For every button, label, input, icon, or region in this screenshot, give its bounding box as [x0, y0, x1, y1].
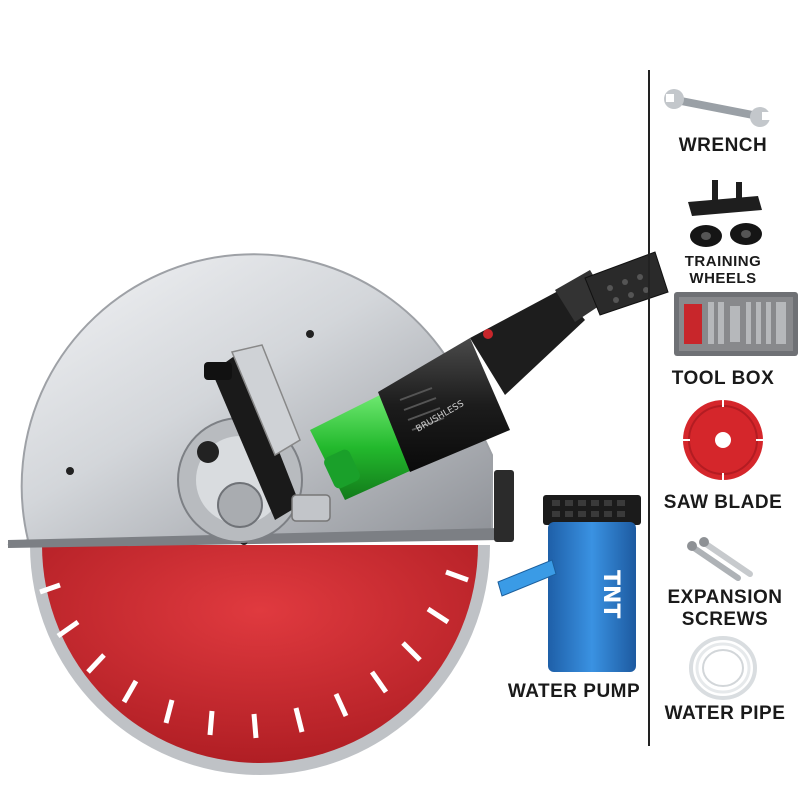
tool-box-label: TOOL BOX: [671, 368, 775, 389]
expansion-screws-label-line2: SCREWS: [681, 609, 769, 630]
tool-box-icon: [674, 292, 798, 356]
motor-green-housing: [310, 395, 412, 500]
saw-blade-main: [30, 545, 490, 775]
expansion-screws-icon: [687, 537, 753, 581]
water-pipe-icon: [689, 636, 757, 700]
wrench-icon: [664, 89, 770, 127]
training-wheels-label-line2: WHEELS: [689, 270, 757, 287]
training-wheels-icon: [688, 180, 762, 247]
saw-blade-label: SAW BLADE: [663, 492, 783, 513]
front-handle: [204, 344, 331, 522]
saw-blade-icon: [683, 400, 763, 480]
wrench-label: WRENCH: [678, 135, 768, 156]
motor-body: BRUSHLESS: [378, 251, 669, 472]
training-wheels-label-line1: TRAINING: [684, 253, 762, 270]
water-pump-label: WATER PUMP: [507, 681, 641, 702]
pump-brand-text: TNT: [598, 570, 623, 618]
water-pipe-label: WATER PIPE: [664, 703, 786, 724]
water-pump: TNT: [497, 495, 641, 672]
expansion-screws-label-line1: EXPANSION: [667, 587, 783, 608]
divider-line: [648, 70, 650, 746]
